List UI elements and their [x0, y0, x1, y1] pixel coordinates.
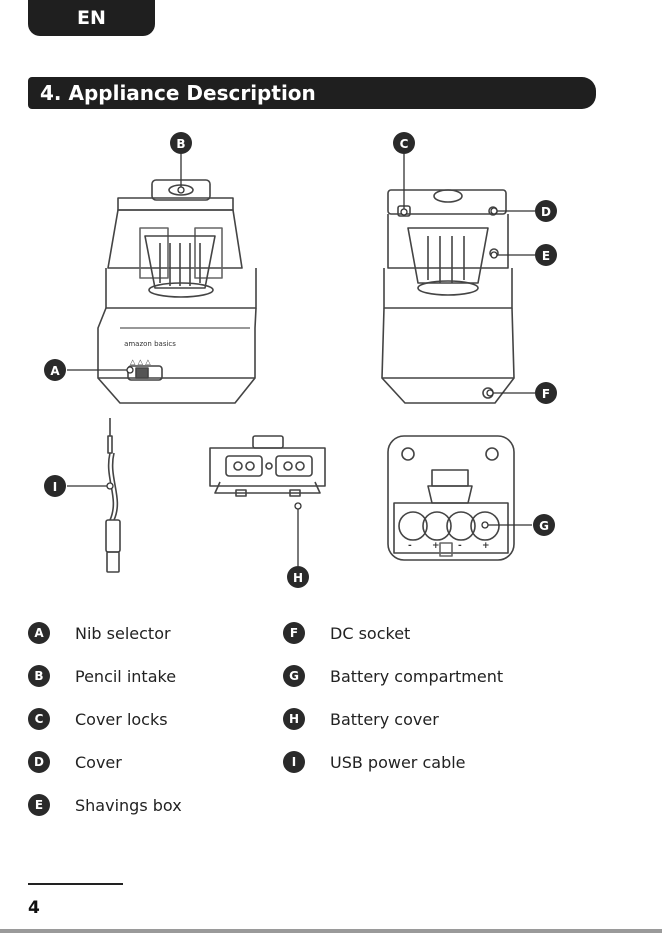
legend-item-d: D Cover [28, 749, 122, 775]
polarity-4: + [482, 541, 490, 551]
polarity-2: + [432, 541, 440, 551]
battery-compartment-drawing [388, 436, 514, 560]
legend-badge-d: D [28, 751, 50, 773]
language-tab: EN [28, 0, 155, 36]
legend-badge-b: B [28, 665, 50, 687]
legend-badge-i: I [283, 751, 305, 773]
page-bottom-border [0, 929, 662, 933]
legend-label-f: DC socket [330, 624, 410, 643]
marker-e: E [535, 244, 557, 266]
svg-text:D: D [541, 205, 551, 219]
legend-item-i: I USB power cable [283, 749, 466, 775]
brand-label: amazon basics [124, 340, 176, 348]
marker-h: H [287, 566, 309, 588]
legend-label-g: Battery compartment [330, 667, 503, 686]
sharpener-side-view [382, 190, 514, 403]
legend-badge-g: G [283, 665, 305, 687]
marker-g: G [533, 514, 555, 536]
svg-text:B: B [176, 137, 185, 151]
parts-legend: A Nib selector B Pencil intake C Cover l… [0, 620, 662, 830]
legend-label-a: Nib selector [75, 624, 171, 643]
legend-item-c: C Cover locks [28, 706, 168, 732]
svg-text:A: A [50, 364, 60, 378]
legend-badge-f: F [283, 622, 305, 644]
svg-text:G: G [539, 519, 549, 533]
svg-text:△ △ △: △ △ △ [130, 358, 151, 366]
legend-badge-e: E [28, 794, 50, 816]
legend-item-b: B Pencil intake [28, 663, 176, 689]
legend-item-f: F DC socket [283, 620, 410, 646]
page-number: 4 [28, 898, 40, 918]
marker-a: A [44, 359, 66, 381]
svg-text:I: I [53, 480, 57, 494]
usb-cable-drawing [106, 418, 120, 572]
legend-item-h: H Battery cover [283, 706, 439, 732]
legend-label-b: Pencil intake [75, 667, 176, 686]
marker-i: I [44, 475, 66, 497]
legend-label-e: Shavings box [75, 796, 182, 815]
legend-item-e: E Shavings box [28, 792, 182, 818]
battery-cover-drawing [210, 436, 325, 496]
marker-c: C [393, 132, 415, 154]
legend-badge-h: H [283, 708, 305, 730]
marker-f: F [535, 382, 557, 404]
polarity-3: - [458, 541, 462, 551]
legend-label-c: Cover locks [75, 710, 168, 729]
appliance-illustration: amazon basics △ △ △ [0, 118, 662, 598]
legend-badge-a: A [28, 622, 50, 644]
legend-label-d: Cover [75, 753, 122, 772]
svg-text:H: H [293, 571, 303, 585]
marker-badges: B A C D E F G H I [44, 132, 557, 588]
section-title: 4. Appliance Description [40, 81, 316, 105]
legend-label-h: Battery cover [330, 710, 439, 729]
legend-item-g: G Battery compartment [283, 663, 503, 689]
section-heading: 4. Appliance Description [28, 77, 596, 109]
legend-label-i: USB power cable [330, 753, 466, 772]
svg-text:F: F [542, 387, 550, 401]
legend-item-a: A Nib selector [28, 620, 171, 646]
footer-divider [28, 883, 123, 885]
svg-text:E: E [542, 249, 550, 263]
svg-text:C: C [400, 137, 409, 151]
legend-badge-c: C [28, 708, 50, 730]
marker-d: D [535, 200, 557, 222]
marker-b: B [170, 132, 192, 154]
language-label: EN [77, 7, 106, 29]
polarity-1: - [408, 541, 412, 551]
